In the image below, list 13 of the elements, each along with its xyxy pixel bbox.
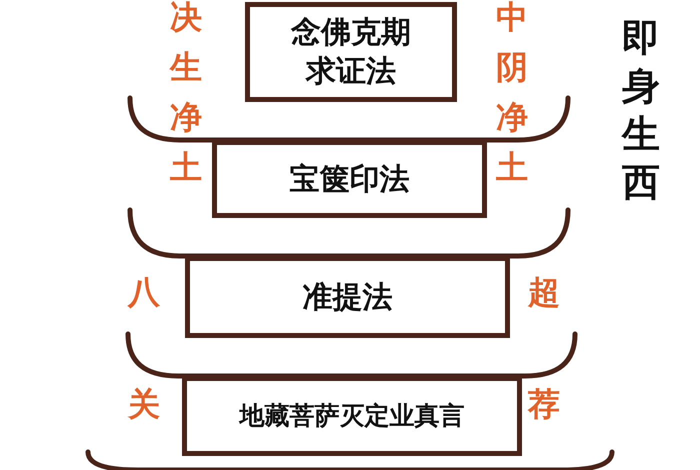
- tier-title: 念佛克期求证法: [291, 14, 411, 91]
- pagoda-tier-box: [185, 256, 510, 338]
- vertical-label: 超荐: [528, 272, 560, 425]
- vertical-label: 决生净土: [170, 0, 202, 188]
- tier-title: 宝箧印法: [290, 160, 410, 198]
- vertical-label: 即身生西: [622, 15, 660, 206]
- pagoda-tier-box: [212, 140, 487, 218]
- vertical-label: 中阴净土: [496, 0, 528, 188]
- pagoda-tier-box: [245, 2, 457, 102]
- tier-title: 地藏菩萨灭定业真言: [240, 400, 464, 432]
- pagoda-tier-box: [182, 376, 522, 456]
- vertical-label: 八关: [128, 272, 160, 425]
- tier-title: 准提法: [302, 278, 392, 316]
